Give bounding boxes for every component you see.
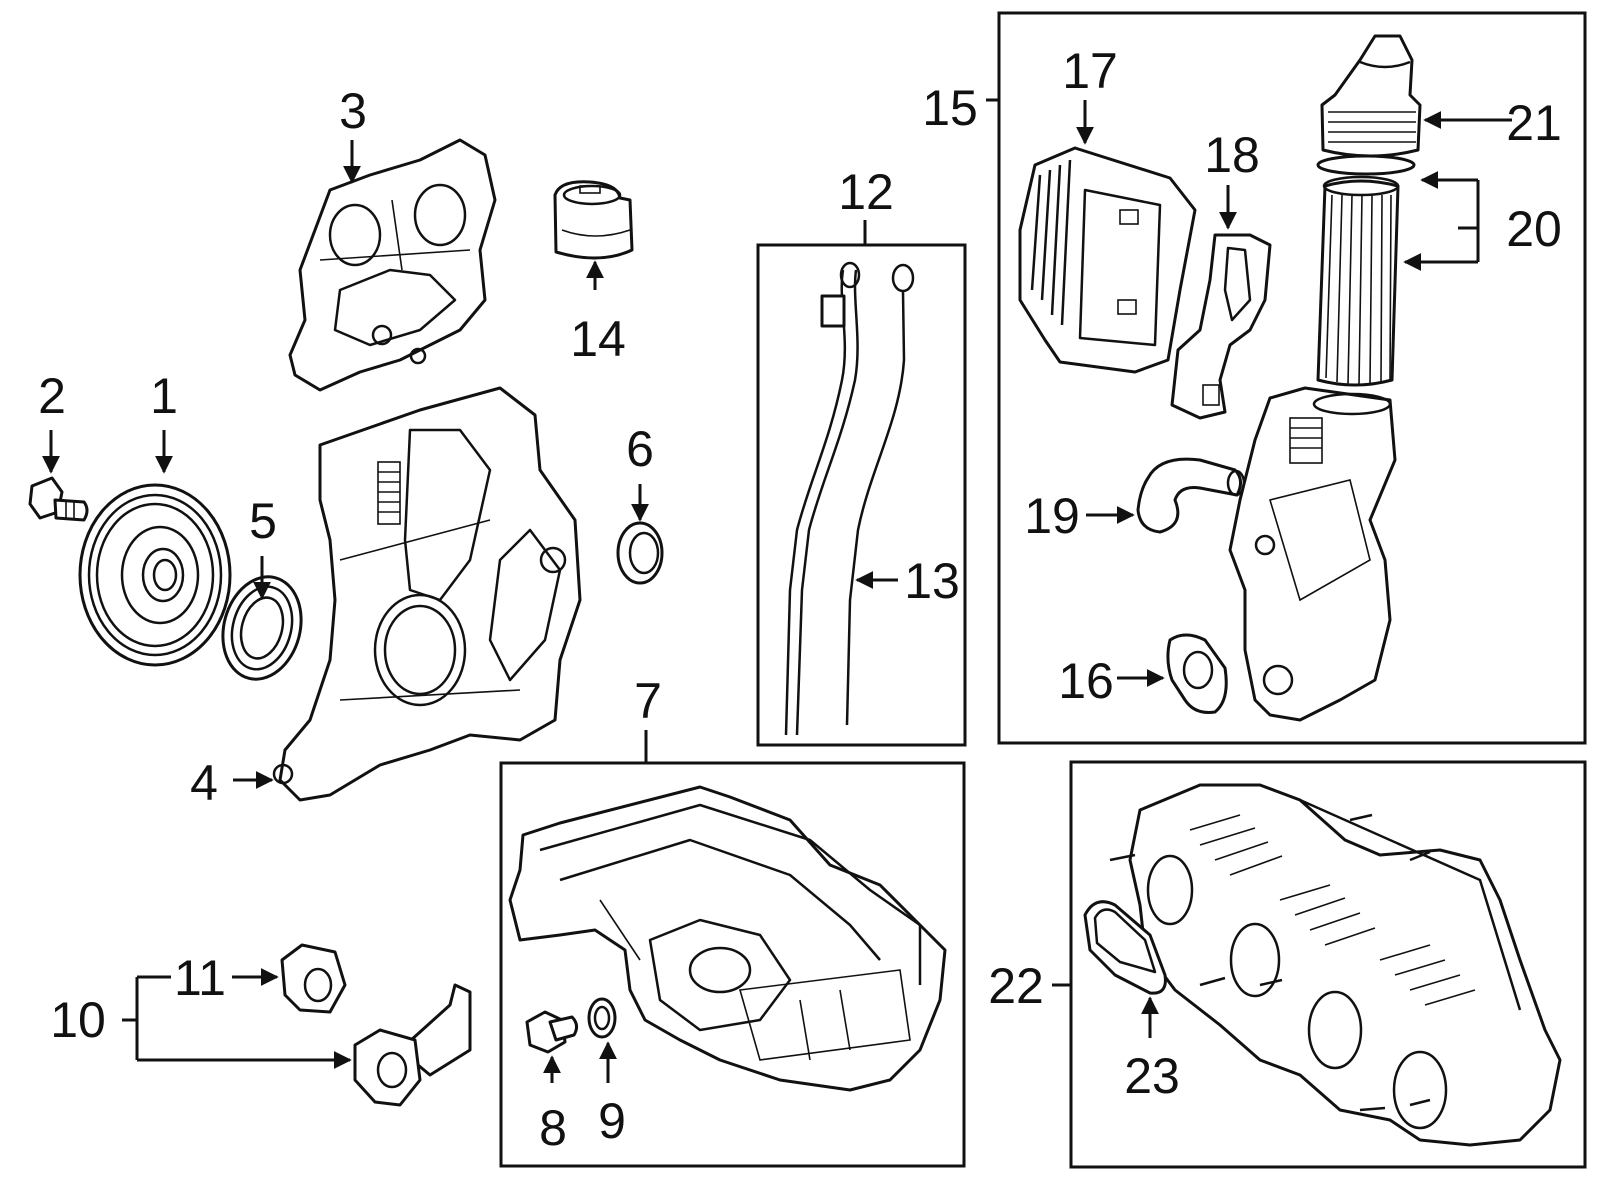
callout-18: 18: [1204, 127, 1260, 183]
oil-filler-cap: [553, 180, 634, 260]
callout-16: 16: [1058, 653, 1114, 709]
callout-22: 22: [988, 958, 1044, 1014]
oil-dipstick: [845, 263, 915, 726]
callout-8: 8: [539, 1100, 567, 1156]
intake-manifold: [1109, 783, 1562, 1147]
callout-17: 17: [1062, 43, 1118, 99]
oil-filter-group-box: [997, 11, 1587, 745]
engine-mount-bracket: [353, 983, 472, 1107]
upper-timing-cover: [288, 138, 497, 392]
callout-3: 3: [339, 83, 367, 139]
callout-6: 6: [626, 421, 654, 477]
filter-cap-o-ring: [1316, 154, 1416, 176]
oil-pan-group-box: [499, 761, 966, 1168]
oil-cooler: [1018, 146, 1197, 374]
front-timing-case: [272, 386, 582, 802]
callout-4: 4: [190, 755, 218, 811]
dipstick-group-box: [756, 243, 967, 747]
intake-manifold-group-box: [1069, 760, 1587, 1169]
callout-15: 15: [922, 80, 978, 136]
crankshaft-pulley: [78, 483, 232, 667]
oil-hose: [1136, 457, 1246, 534]
leader-lines: [42, 98, 1512, 1083]
camshaft-seal: [616, 521, 664, 585]
callout-23: 23: [1124, 1048, 1180, 1104]
callout-11: 11: [174, 950, 226, 1006]
oil-pan: [508, 785, 947, 1092]
front-crank-seal: [221, 575, 303, 681]
callout-1: 1: [150, 368, 178, 424]
callout-12: 12: [838, 164, 894, 220]
callout-21: 21: [1506, 95, 1562, 151]
oil-filter-housing: [1228, 386, 1397, 722]
engine-mount-insulator: [280, 943, 347, 1014]
callout-5: 5: [249, 493, 277, 549]
callout-2: 2: [38, 368, 66, 424]
drain-plug-washer: [587, 997, 617, 1039]
callout-20: 20: [1506, 201, 1562, 257]
filter-housing-seal: [1166, 633, 1228, 714]
intake-manifold-gasket: [1083, 900, 1167, 995]
oil-filter-cap: [1320, 34, 1422, 158]
pulley-bolt: [28, 476, 89, 522]
callout-13: 13: [904, 553, 960, 609]
callout-19: 19: [1024, 488, 1080, 544]
callout-14: 14: [570, 311, 626, 367]
callout-10: 10: [50, 992, 106, 1048]
oil-filter-element: [1316, 175, 1400, 387]
oil-dipstick-tube: [784, 261, 861, 736]
drain-plug: [525, 1010, 579, 1054]
callout-9: 9: [598, 1093, 626, 1149]
oil-cooler-gasket: [1170, 233, 1272, 420]
callout-7: 7: [634, 673, 662, 729]
